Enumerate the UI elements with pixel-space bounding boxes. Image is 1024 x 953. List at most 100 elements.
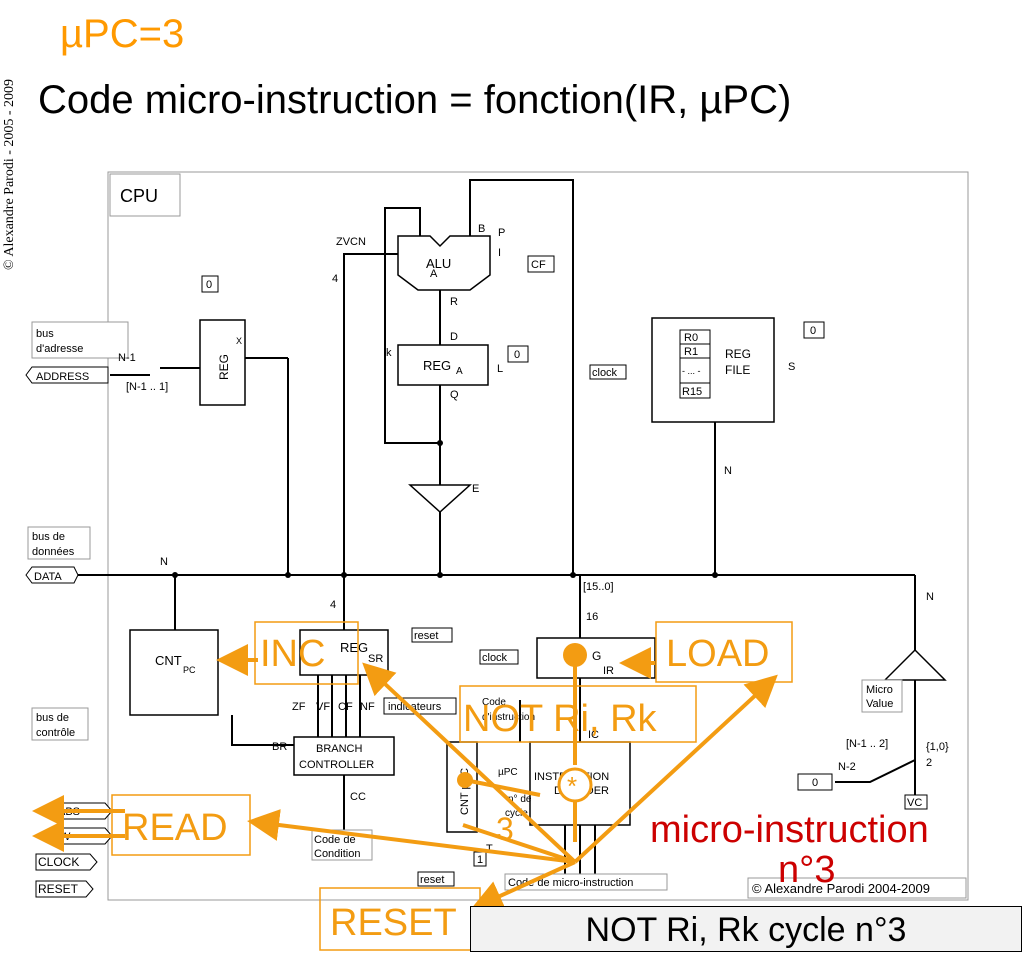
four-label-sr: 4 <box>330 599 336 611</box>
upc-value-label: 3 <box>496 811 514 847</box>
zvcn-label: ZVCN <box>336 236 366 248</box>
branch-controller-label-2: CONTROLLER <box>299 759 374 771</box>
reg-x-block <box>199 319 246 406</box>
ir-clock-box <box>479 649 519 665</box>
zero-input-label: 0 <box>812 777 818 789</box>
address-bus-label-1: bus <box>36 328 54 340</box>
branch-controller-label-1: BRANCH <box>316 743 363 755</box>
junction-dots <box>172 440 718 578</box>
port-label-ic: IC <box>588 729 599 741</box>
port-label-e: E <box>472 483 479 495</box>
reg-file-cells <box>679 329 711 399</box>
slide-subtitle: Code micro-instruction = fonction(IR, µP… <box>38 78 792 122</box>
address-bus-label-2: d'adresse <box>36 343 83 355</box>
upc-reset-label: reset <box>420 874 444 886</box>
set-10-label: {1,0} <box>926 741 949 753</box>
alu-block <box>397 235 491 291</box>
code-condition-label-1: Code de <box>314 834 356 846</box>
data-port-label: DATA <box>34 571 62 583</box>
port-label-b: B <box>478 223 485 235</box>
one-label: 1 <box>477 854 483 866</box>
cycle-label-1: n° de <box>508 794 532 805</box>
micro-instruction-label: micro-instruction <box>650 809 929 851</box>
not-ri-rk-label: NOT Ri, Rk <box>463 698 658 740</box>
port-label-l: L <box>497 363 503 375</box>
sr-reset-label: reset <box>414 630 438 642</box>
flag-nf: NF <box>360 701 375 713</box>
reg-file-label-2: FILE <box>725 363 750 377</box>
reset-port <box>35 880 94 898</box>
cnt-pc-label: CNT <box>155 653 182 668</box>
port-label-k: k <box>386 347 392 359</box>
rega-zero-box <box>507 345 529 363</box>
control-bus-label-2: contrôle <box>36 727 75 739</box>
port-label-q: Q <box>450 389 459 401</box>
n-minus-2-label: N-2 <box>838 761 856 773</box>
n-label-regfile: N <box>724 465 732 477</box>
n-label-micro: N <box>926 591 934 603</box>
code-instruction-label-2: d'instruction <box>482 712 535 723</box>
clock-port-label: CLOCK <box>38 855 79 869</box>
reg-x-label: REG <box>217 354 231 380</box>
upc-dot <box>457 772 473 788</box>
inc-label: INC <box>260 633 325 675</box>
decoder-star-circle <box>557 767 593 803</box>
zero-input-box <box>797 773 833 791</box>
regfile-clock-label: clock <box>592 367 618 379</box>
cycle-banner: NOT Ri, Rk cycle n°3 <box>470 906 1022 952</box>
cc-label: CC <box>350 791 366 803</box>
address-port <box>25 366 109 384</box>
regx-zero-box <box>201 275 219 293</box>
vc-box <box>904 794 928 810</box>
inc-box <box>254 621 359 685</box>
code-condition-label-2: Condition <box>314 848 360 860</box>
sr-reset-box <box>411 627 453 643</box>
rega-zero-label: 0 <box>514 349 520 361</box>
overlay-arrows <box>32 644 778 911</box>
flag-vf: VF <box>316 701 330 713</box>
reg-file-block <box>651 317 775 423</box>
upc-label: µPC <box>498 767 518 778</box>
reg-file-cell-r1: R1 <box>684 346 698 358</box>
ir-load-dot <box>563 643 587 667</box>
address-bus-box <box>31 321 129 359</box>
port-label-d: D <box>450 331 458 343</box>
regx-zero-label: 0 <box>206 279 212 291</box>
reset-port-label: RESET <box>38 882 79 896</box>
ir-label: G <box>592 649 601 663</box>
reg-a-label: REG <box>423 358 451 373</box>
read-box <box>111 794 251 856</box>
data-port <box>25 566 79 584</box>
ir-clock-label: clock <box>482 652 508 664</box>
reg-sr-port: SR <box>368 653 383 665</box>
port-label-s: S <box>788 361 795 373</box>
micro-value-buffer <box>883 648 947 681</box>
alu-label: ALU <box>426 256 451 271</box>
code-instruction-label-1: Code <box>482 697 506 708</box>
br-label: BR <box>272 741 287 753</box>
reg-file-cell-r0: R0 <box>684 332 698 344</box>
clock-port <box>35 853 98 871</box>
cnt-pc-sub: PC <box>183 665 196 675</box>
not-ri-rk-box <box>459 685 697 743</box>
data-bus-label-1: bus de <box>32 531 65 543</box>
cf-label: CF <box>531 259 546 271</box>
cycle-label-2: cycle <box>505 808 528 819</box>
cnt-pc-block <box>129 629 219 716</box>
micro-value-box <box>861 679 903 713</box>
n-minus-1-label: N-1 <box>118 352 136 364</box>
micro-instruction-number: n°3 <box>778 849 835 891</box>
control-bus-label-1: bus de <box>36 712 69 724</box>
cpu-frame <box>107 171 969 901</box>
regfile-zero-label: 0 <box>810 325 816 337</box>
load-box <box>655 621 793 683</box>
cf-box <box>527 255 555 273</box>
data-bus-box <box>27 526 91 560</box>
reg-x-sub: X <box>236 336 242 346</box>
flag-zf: ZF <box>292 701 306 713</box>
micro-value-label-2: Value <box>866 698 893 710</box>
vc-label: VC <box>907 797 922 809</box>
two-label: 2 <box>926 757 932 769</box>
control-bus-box <box>31 707 89 741</box>
